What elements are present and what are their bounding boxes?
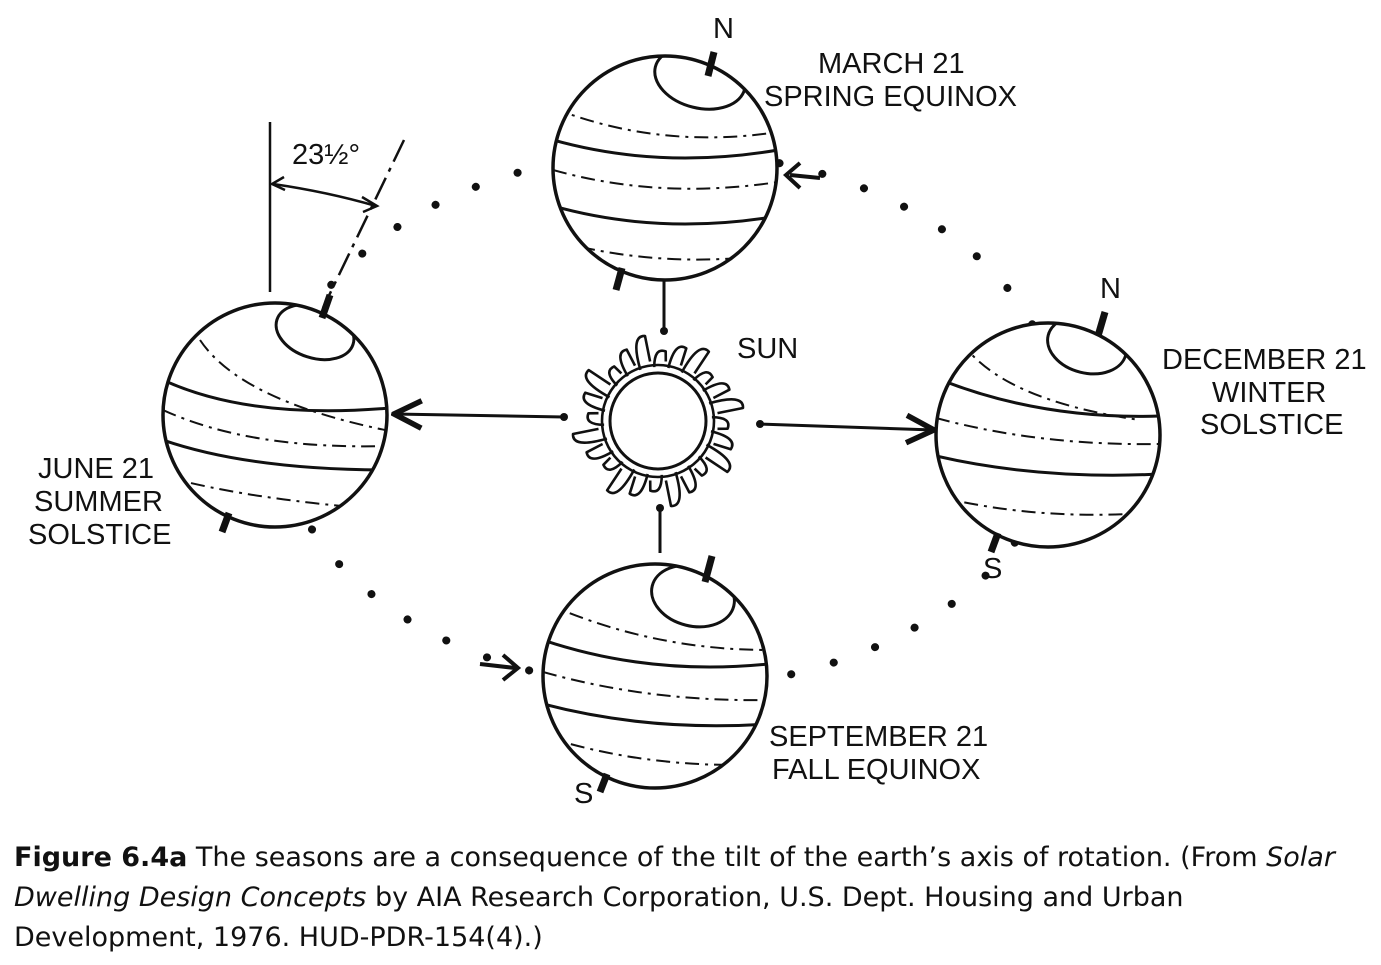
sun-ray-ring xyxy=(600,363,716,479)
orbit-direction-arrow-bottom xyxy=(479,653,522,682)
sun-ray xyxy=(702,382,731,400)
sun-ray xyxy=(582,391,606,412)
sun-ray xyxy=(664,471,681,508)
june-date-label: JUNE 21 xyxy=(38,453,154,485)
sun-ray xyxy=(711,415,730,431)
march-event-label: SPRING EQUINOX xyxy=(764,81,1017,113)
sun-ray xyxy=(693,455,708,477)
arrow-sun-to-december xyxy=(759,424,934,430)
december-event-label: WINTER xyxy=(1212,377,1326,409)
december-date-label: DECEMBER 21 xyxy=(1162,344,1367,376)
seasons-diagram: 23½° SUN N MARCH 21 SPRING EQUINOX xyxy=(28,13,1367,810)
march-date-label: MARCH 21 xyxy=(818,48,965,80)
sun-ray xyxy=(619,348,637,377)
sun-ray xyxy=(708,398,745,415)
sun-ray xyxy=(628,473,649,497)
december-pole-n-label: N xyxy=(1100,273,1121,305)
sun-ray xyxy=(635,334,652,371)
sun-ray xyxy=(652,349,668,368)
tilt-angle-label: 23½° xyxy=(292,139,360,171)
caption-text-before: The seasons are a consequence of the til… xyxy=(187,842,1267,873)
earth-march xyxy=(551,51,779,291)
earth-september xyxy=(541,555,769,794)
sun xyxy=(571,334,745,508)
sun-ray xyxy=(710,430,734,451)
earth-december xyxy=(934,311,1162,554)
sun-ray xyxy=(667,345,688,369)
figure-number: Figure 6.4a xyxy=(14,842,188,873)
orbit-direction-arrow-top xyxy=(782,161,821,190)
september-date-label: SEPTEMBER 21 xyxy=(769,721,988,753)
september-pole-label: S xyxy=(574,778,593,810)
sun-ray xyxy=(692,371,714,386)
december-event-label-2: SOLSTICE xyxy=(1200,409,1343,441)
sun-ray xyxy=(648,474,664,493)
caption-book-title: Solar Dwelling Design Concepts xyxy=(14,842,1335,913)
earth-june xyxy=(161,293,389,534)
sun-ray xyxy=(571,427,608,444)
sun-ray xyxy=(602,456,624,471)
caption-text-after: by AIA Research Corporation, U.S. Dept. … xyxy=(14,882,1184,953)
sun-ray xyxy=(585,442,614,460)
sun-ray xyxy=(605,467,636,495)
june-event-label: SUMMER xyxy=(34,486,163,518)
figure-caption: Figure 6.4a The seasons are a consequenc… xyxy=(14,838,1369,958)
sun-rays xyxy=(571,334,745,508)
sun-ray xyxy=(680,347,711,375)
december-pole-s-label: S xyxy=(983,553,1002,585)
sun-ray xyxy=(704,443,732,474)
sun-label: SUN xyxy=(737,333,798,365)
sun-ray xyxy=(584,368,612,399)
sun-disc xyxy=(608,371,708,471)
arrow-sun-to-june xyxy=(394,414,565,417)
sun-ray xyxy=(679,465,697,494)
march-pole-label: N xyxy=(713,13,734,45)
september-event-label: FALL EQUINOX xyxy=(772,754,980,786)
tilt-angle-indicator xyxy=(268,122,406,309)
june-event-label-2: SOLSTICE xyxy=(28,519,171,551)
sun-ray xyxy=(586,411,605,427)
sun-ray xyxy=(608,365,623,387)
